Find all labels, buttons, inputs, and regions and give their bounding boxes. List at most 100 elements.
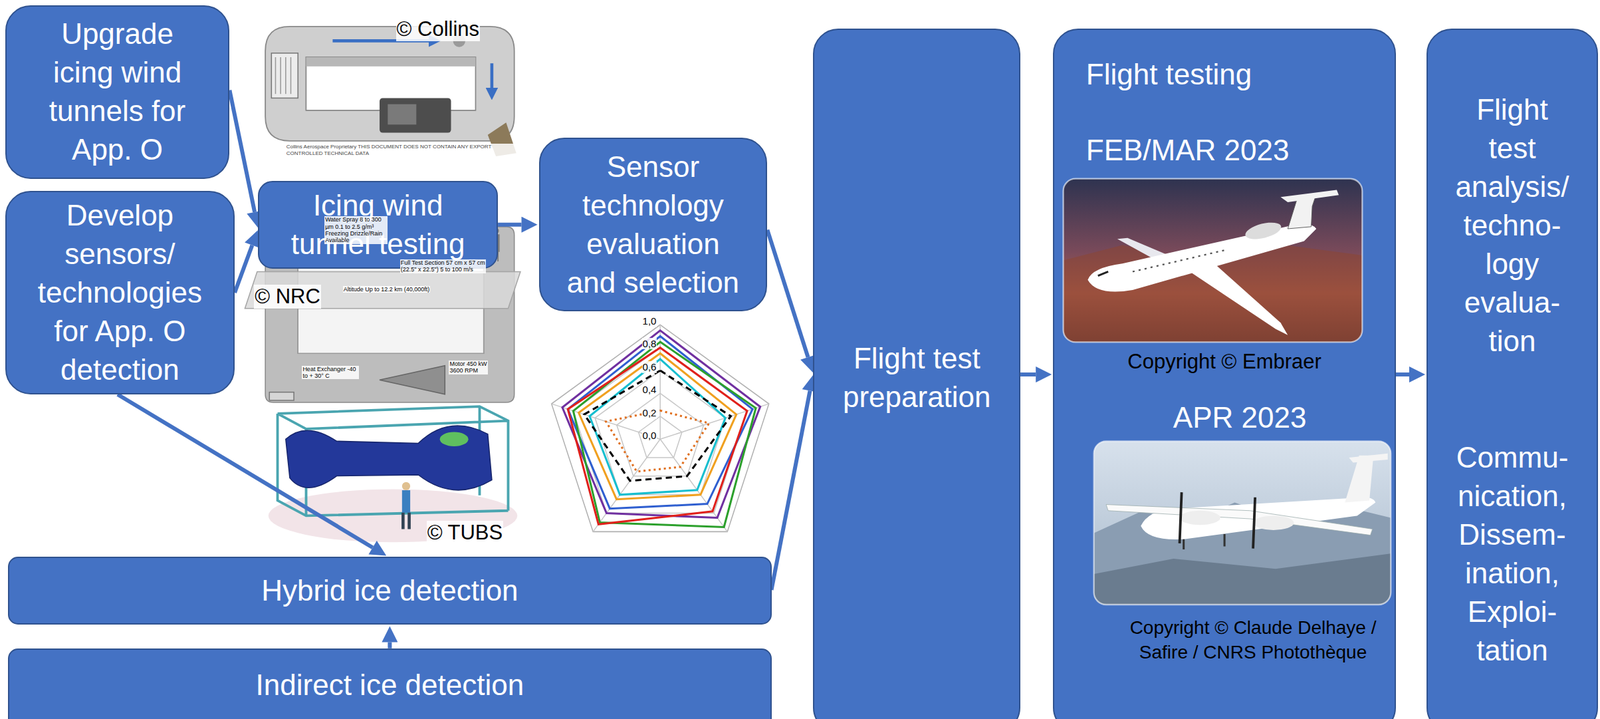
series-line — [567, 335, 753, 508]
fuselage — [1087, 224, 1317, 292]
label-holder: 0,8 — [642, 337, 658, 350]
photo-credit: Copyright © Embraer — [1127, 348, 1322, 375]
series-line — [578, 352, 737, 499]
series-line — [572, 341, 756, 527]
box-label: Sensor technology evaluation and selecti… — [562, 147, 744, 302]
label-holder: Heat Exchanger -40 to + 30° C — [301, 365, 359, 381]
date-label: APR 2023 — [1173, 398, 1307, 437]
test-section — [379, 97, 451, 133]
nacelle — [1179, 510, 1221, 525]
mountains — [1094, 553, 1392, 605]
tunnel-hole — [297, 261, 484, 353]
label-holder: 1,0 — [642, 315, 658, 328]
grid-ring — [594, 370, 726, 495]
panel: Flight testingFEB/MAR 2023Copyright © Em… — [1052, 28, 1396, 719]
windows — [1132, 249, 1225, 272]
fine-print: Collins Aerospace Proprietary THIS DOCUM… — [285, 143, 519, 156]
figure-annotation: Heat Exchanger -40 to + 30° C — [301, 365, 359, 380]
series-line — [584, 370, 732, 481]
grid-ring — [572, 347, 748, 514]
test-object — [440, 432, 469, 447]
process-box: Upgrade icing wind tunnels for App. O — [5, 5, 230, 179]
terrain — [1063, 240, 1363, 342]
wing — [1106, 504, 1373, 536]
axis-tick: 0,2 — [642, 406, 658, 419]
far-wing — [1117, 237, 1174, 262]
radar-chart — [551, 324, 770, 532]
box-label: Indirect ice detection — [255, 665, 525, 704]
panel: Flight test analysis/ techno- logy evalu… — [1426, 28, 1599, 719]
label-holder: © NRC — [253, 284, 322, 309]
box-label: Develop sensors/ technologies for App. O… — [25, 196, 215, 389]
cockpit — [1098, 271, 1109, 276]
axes — [551, 324, 770, 532]
label-holder: © Collins — [396, 17, 480, 42]
flow-arrow — [1020, 372, 1036, 377]
box-label: Upgrade icing wind tunnels for App. O — [37, 14, 198, 169]
label-holder: Full Test Section 57 cm x 57 cm (22.5" x… — [400, 259, 486, 274]
grid-ring — [638, 416, 682, 458]
axis-tick: 0,8 — [642, 337, 658, 349]
series-line — [589, 358, 726, 495]
stabilizer — [1348, 453, 1388, 463]
engine — [1243, 219, 1283, 242]
process-box: Hybrid ice detection — [7, 556, 772, 625]
stabilizer — [1280, 190, 1339, 203]
label-holder: Motor 450 kW 3600 RPM — [448, 360, 488, 375]
process-box: Flight test preparation — [812, 28, 1021, 719]
copyright-label: © TUBS — [426, 520, 504, 545]
tunnel-loop — [265, 26, 515, 141]
collins-tunnel — [265, 26, 517, 157]
flow-arrow — [234, 245, 252, 293]
box-label: Commu- nication, Dissem- ination, Exploi… — [1456, 438, 1569, 670]
frame — [277, 406, 509, 516]
label-holder: 0,4 — [642, 383, 658, 396]
flow-arrow — [767, 229, 808, 358]
label-holder: Collins Aerospace Proprietary THIS DOCUM… — [285, 143, 519, 157]
photo-sky — [1063, 178, 1363, 343]
label-holder: Altitude Up to 12.2 km (40,000ft) — [342, 281, 431, 294]
axis-tick: 0,4 — [642, 383, 658, 395]
fuselage — [1140, 496, 1376, 540]
process-box: Indirect ice detection — [7, 648, 772, 719]
process-box: Sensor technology evaluation and selecti… — [539, 137, 768, 312]
airflow-arrow — [490, 63, 494, 94]
altitude-plane — [244, 271, 520, 308]
flow-arrow — [387, 641, 392, 648]
propellers — [1179, 491, 1256, 548]
flow-arrow — [1395, 372, 1410, 377]
axis-tick: 0,0 — [642, 429, 658, 441]
figure-annotation: Motor 450 kW 3600 RPM — [448, 360, 488, 375]
figure-annotation: Altitude Up to 12.2 km (40,000ft) — [342, 285, 431, 293]
tail — [1344, 455, 1374, 503]
inner-wall — [306, 57, 476, 67]
flow-arrow — [229, 90, 255, 213]
turboprop-photo — [1094, 440, 1392, 605]
tunnel-hole — [306, 57, 476, 111]
photo-frame — [1063, 178, 1363, 343]
label-holder: Water Spray 8 to 300 µm 0.1 to 2.5 g/m³ … — [324, 216, 388, 245]
label-holder: © TUBS — [426, 520, 504, 545]
heat-exchanger — [271, 53, 298, 99]
label-holder: 0,2 — [642, 406, 658, 419]
nacelle — [1253, 515, 1294, 530]
box-label: Flight test preparation — [830, 339, 1004, 417]
mountains — [1094, 501, 1392, 605]
grid-ring — [551, 324, 770, 532]
photo-frame — [1094, 440, 1392, 605]
fan-cone — [379, 365, 445, 395]
test-window — [387, 104, 417, 125]
flow-arrow — [117, 394, 373, 548]
grid-ring — [616, 392, 704, 476]
panel-heading: Flight testing — [1086, 55, 1252, 94]
figure-annotation: Water Spray 8 to 300 µm 0.1 to 2.5 g/m³ … — [324, 216, 388, 244]
tail — [1287, 194, 1317, 229]
heat-exchanger — [269, 392, 294, 401]
series-line — [567, 347, 748, 525]
flow-arrow — [497, 222, 522, 227]
date-label: FEB/MAR 2023 — [1086, 130, 1290, 170]
person-legs — [402, 512, 409, 530]
axis-tick: 1,0 — [642, 315, 658, 327]
series-line — [606, 410, 710, 472]
